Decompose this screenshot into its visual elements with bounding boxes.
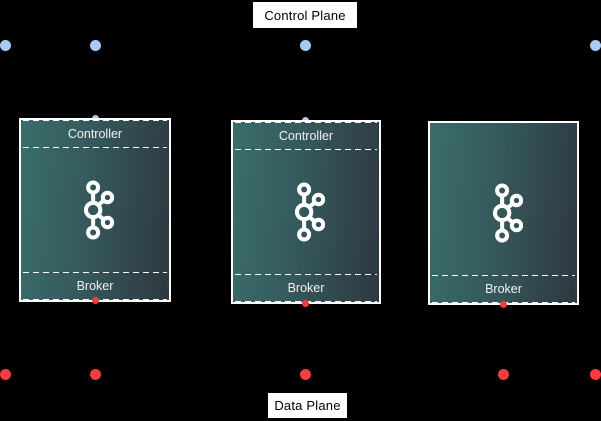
broker-connection-dot <box>590 369 601 380</box>
kafka-logo-icon <box>485 183 523 243</box>
lane-divider <box>432 275 575 276</box>
lane-divider <box>235 149 377 150</box>
broker-lane: Broker <box>23 272 167 300</box>
controller-connection-dot <box>590 40 601 51</box>
broker-connection-dot <box>302 300 309 307</box>
data-plane-label: Data Plane <box>268 393 347 418</box>
control-plane-label: Control Plane <box>253 2 357 28</box>
controller-lane: Controller <box>23 120 167 148</box>
broker-connection-dot <box>498 369 509 380</box>
controller-connection-dot <box>90 40 101 51</box>
controller-lane-label: Controller <box>278 129 334 143</box>
broker-connection-dot <box>300 369 311 380</box>
kafka-node: Broker <box>428 121 579 305</box>
kafka-node: Controller Broker <box>19 118 171 302</box>
kafka-logo-icon <box>287 182 325 242</box>
kafka-node: Controller Broker <box>231 120 381 304</box>
broker-connection-dot <box>0 369 11 380</box>
lane-divider <box>235 122 377 123</box>
controller-lane: Controller <box>235 122 377 150</box>
lane-divider <box>23 120 167 121</box>
controller-connection-dot <box>0 40 11 51</box>
broker-connection-dot <box>90 369 101 380</box>
lane-divider <box>23 272 167 273</box>
broker-connection-dot <box>92 297 99 304</box>
broker-lane-label: Broker <box>287 281 325 295</box>
broker-lane-label: Broker <box>76 279 114 293</box>
controller-connection-dot <box>300 40 311 51</box>
kafka-logo-icon <box>76 180 114 240</box>
controller-lane-label: Controller <box>67 127 123 141</box>
lane-divider <box>235 274 377 275</box>
broker-lane-label: Broker <box>485 282 522 296</box>
broker-lane: Broker <box>235 274 377 302</box>
broker-lane: Broker <box>432 275 575 303</box>
lane-divider <box>23 147 167 148</box>
broker-connection-dot <box>500 301 507 308</box>
